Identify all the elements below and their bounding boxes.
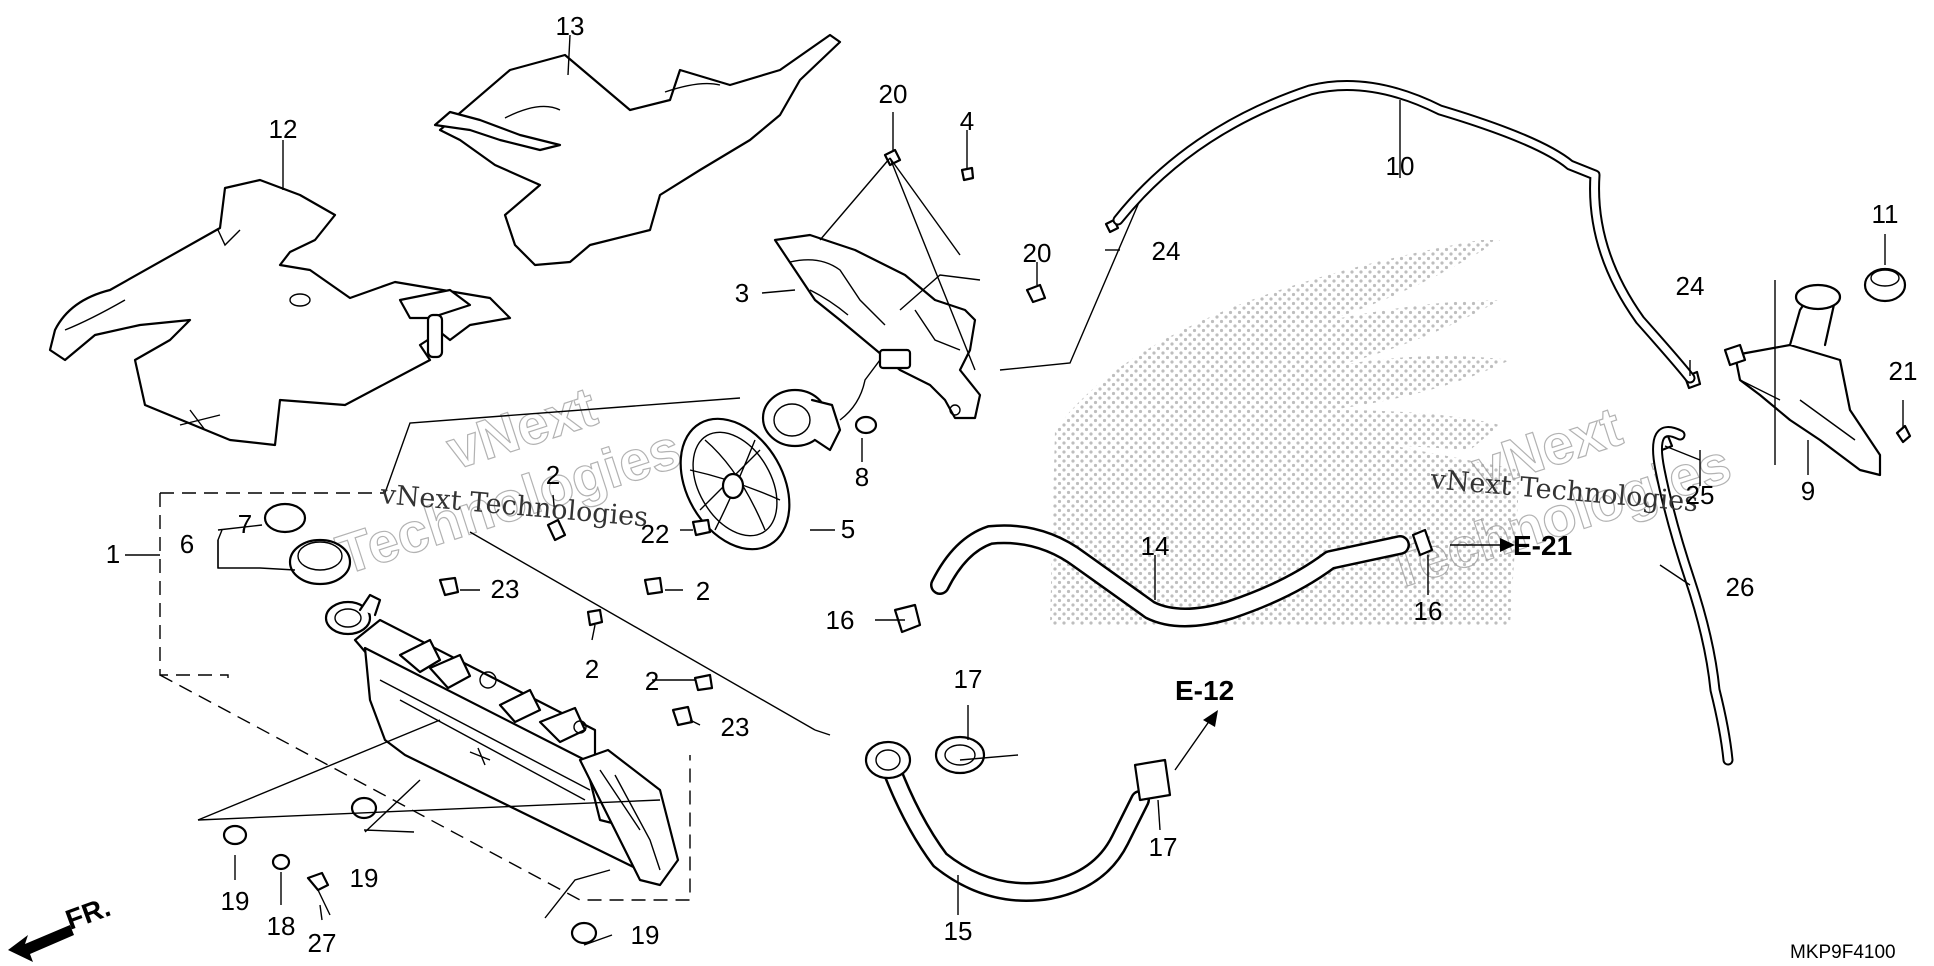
callout-23: 23	[491, 574, 520, 604]
callout-16: 16	[1414, 596, 1443, 626]
callout-18: 18	[267, 911, 296, 941]
callout-12: 12	[269, 114, 298, 144]
ref-e21: E-21	[1513, 530, 1572, 561]
reserve-tube	[1652, 426, 1734, 766]
callout-7: 7	[238, 509, 252, 539]
callout-2: 2	[585, 654, 599, 684]
callout-19: 19	[221, 886, 250, 916]
callout-10: 10	[1386, 151, 1415, 181]
callout-9: 9	[1801, 476, 1815, 506]
callout-15: 15	[944, 916, 973, 946]
fan-shroud	[773, 233, 982, 420]
reference-labels: E-21 E-12	[1175, 530, 1572, 706]
lower-radiator-hose	[864, 740, 1150, 902]
lower-cover	[48, 178, 512, 447]
callout-17: 17	[954, 664, 983, 694]
callout-17: 17	[1149, 832, 1178, 862]
callout-8: 8	[855, 462, 869, 492]
callout-6: 6	[180, 529, 194, 559]
callout-24: 24	[1676, 271, 1705, 301]
callout-2: 2	[645, 666, 659, 696]
callout-16: 16	[826, 605, 855, 635]
callout-27: 27	[308, 928, 337, 958]
callout-11: 11	[1872, 199, 1899, 229]
callout-19: 19	[350, 863, 379, 893]
callout-22: 22	[641, 519, 670, 549]
hose-clamps	[893, 528, 1434, 802]
radiator	[324, 593, 680, 887]
fan-motor	[761, 348, 912, 452]
callout-5: 5	[841, 514, 855, 544]
callout-13: 13	[556, 11, 585, 41]
reserve-tank-cap	[1863, 267, 1907, 303]
overflow-tube	[1112, 80, 1696, 384]
fasteners	[222, 148, 1912, 945]
upper-shroud	[433, 33, 842, 267]
front-label: FR.	[61, 891, 114, 936]
ref-e12: E-12	[1175, 675, 1234, 706]
assembly-outlines	[159, 199, 1141, 901]
callout-2: 2	[696, 576, 710, 606]
diagram-code: MKP9F4100	[1790, 942, 1896, 963]
callout-26: 26	[1726, 572, 1755, 602]
callout-1: 1	[106, 539, 120, 569]
upper-radiator-hose	[930, 524, 1410, 628]
callout-24: 24	[1152, 236, 1181, 266]
callout-20: 20	[1023, 238, 1052, 268]
reference-arrows	[1174, 538, 1515, 771]
front-direction-arrow	[8, 925, 74, 962]
cooling-fan	[679, 417, 791, 551]
wing-logo-watermark	[1050, 240, 1520, 625]
reserve-tank	[1723, 283, 1882, 477]
callout-25: 25	[1686, 480, 1715, 510]
callout-23: 23	[721, 712, 750, 742]
callout-4: 4	[960, 106, 974, 136]
radiator-cap	[263, 502, 352, 586]
leader-lines	[125, 34, 1904, 946]
callout-labels: 1 2 2 2 2 2 3 4 5 6 7 8 9 10 11 12 13 14…	[106, 11, 1918, 958]
callout-3: 3	[735, 278, 749, 308]
callout-20: 20	[879, 79, 908, 109]
callout-19: 19	[631, 920, 660, 950]
callout-14: 14	[1141, 531, 1170, 561]
callout-2: 2	[546, 460, 560, 490]
callout-21: 21	[1889, 356, 1918, 386]
